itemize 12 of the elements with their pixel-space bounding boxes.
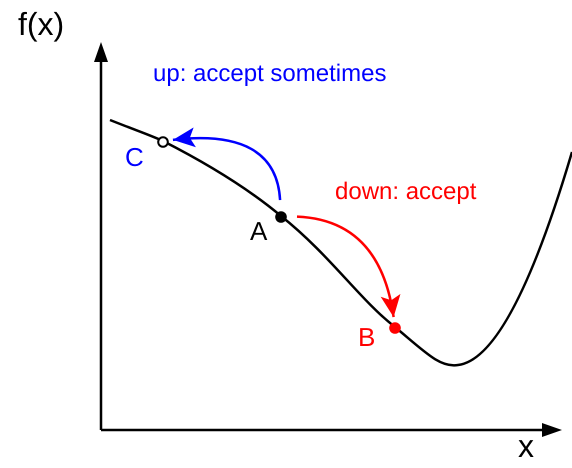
edge-label: up: accept sometimes (153, 62, 386, 86)
axis-label: f(x) (18, 8, 64, 40)
edge-label: down: accept (335, 180, 476, 204)
arrow (296, 215, 400, 318)
point-label: B (358, 324, 376, 350)
point-label: C (125, 144, 144, 170)
point-marker (275, 210, 287, 222)
arrow (172, 128, 282, 200)
point-label: A (250, 218, 268, 244)
point-marker (157, 135, 169, 147)
axis-label: x (518, 430, 534, 462)
point-marker (389, 321, 401, 333)
